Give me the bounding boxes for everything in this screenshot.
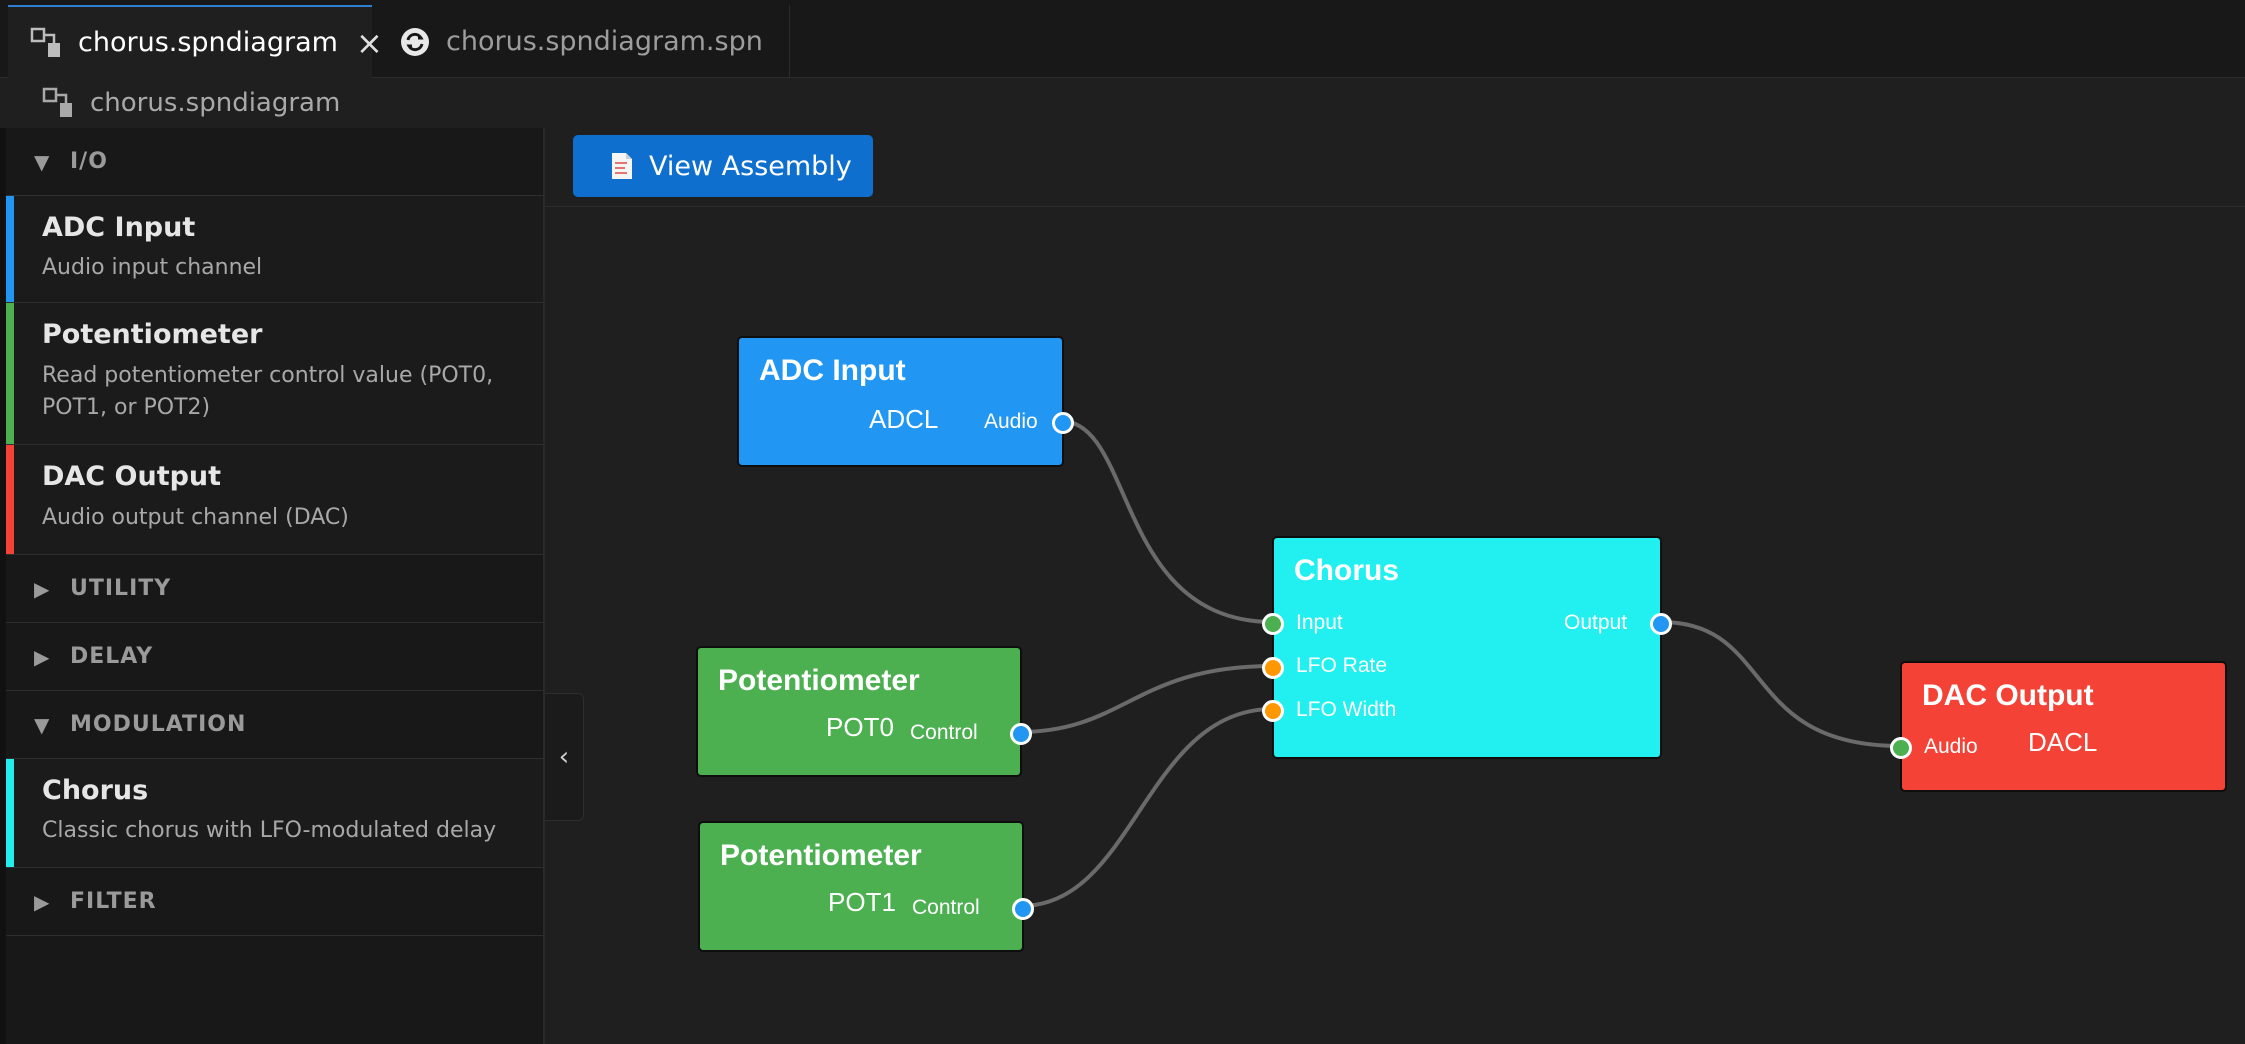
node-title: ADC Input <box>759 354 906 387</box>
palette-item-chorus[interactable]: Chorus Classic chorus with LFO-modulated… <box>6 759 543 868</box>
wire-pot0-to-chorus-lforate <box>1018 664 1274 734</box>
palette-item-title: ADC Input <box>42 212 196 243</box>
port-label: Control <box>910 721 978 744</box>
node-potentiometer-pot1[interactable]: Potentiometer POT1 Control <box>698 821 1034 952</box>
input-port-input[interactable] <box>1262 613 1284 635</box>
palette-item-title: DAC Output <box>42 461 222 492</box>
view-assembly-button[interactable]: View Assembly <box>573 135 873 197</box>
port-label: Audio <box>1924 735 1978 758</box>
palette-item-adc-input[interactable]: ADC Input Audio input channel <box>6 196 543 303</box>
wire-pot1-to-chorus-lfowidth <box>1020 707 1274 908</box>
palette-item-title: Potentiometer <box>42 319 263 350</box>
output-port-control[interactable] <box>1010 723 1032 745</box>
wire-adc-to-chorus-input <box>1060 419 1274 624</box>
connections-layer <box>1018 419 1901 908</box>
chevron-down-icon: ▼ <box>34 149 51 174</box>
input-port-audio[interactable] <box>1890 737 1912 759</box>
chevron-right-icon: ▶ <box>34 576 51 601</box>
close-icon[interactable]: × <box>355 23 383 62</box>
port-label: Input <box>1296 611 1343 634</box>
input-port-lfo-width[interactable] <box>1262 700 1284 722</box>
tab-bar: chorus.spndiagram × chorus.spndiagram.sp… <box>0 0 2245 78</box>
chevron-left-icon: ‹ <box>558 742 570 772</box>
breadcrumb-label[interactable]: chorus.spndiagram <box>90 88 341 118</box>
sync-file-icon <box>398 25 432 59</box>
category-io[interactable]: ▼ I/O <box>6 128 543 196</box>
tab-label: chorus.spndiagram.spn <box>446 26 763 57</box>
palette-item-desc: Audio input channel <box>42 255 263 280</box>
node-title: Potentiometer <box>720 839 922 872</box>
chevron-right-icon: ▶ <box>34 644 51 669</box>
category-label: FILTER <box>70 889 157 914</box>
diagram-file-icon <box>42 86 76 120</box>
chevron-down-icon: ▼ <box>34 712 51 737</box>
category-label: DELAY <box>70 644 154 669</box>
node-channel: DACL <box>2028 727 2098 757</box>
tab-label: chorus.spndiagram <box>78 27 338 58</box>
chevron-right-icon: ▶ <box>34 889 51 914</box>
palette-item-dac-output[interactable]: DAC Output Audio output channel (DAC) <box>6 445 543 555</box>
input-port-lfo-rate[interactable] <box>1262 657 1284 679</box>
category-utility[interactable]: ▶ UTILITY <box>6 555 543 623</box>
category-label: MODULATION <box>70 712 247 737</box>
node-title: Chorus <box>1294 554 1399 587</box>
node-dac-output[interactable]: DAC Output Audio DACL <box>1890 661 2227 792</box>
category-modulation[interactable]: ▼ MODULATION <box>6 691 543 759</box>
category-label: I/O <box>70 149 108 174</box>
diagram-canvas[interactable]: ADC Input ADCL Audio Potentiometer POT0 … <box>545 206 2245 1044</box>
tab-chorus-spn[interactable]: chorus.spndiagram.spn <box>373 5 790 78</box>
port-label: LFO Width <box>1296 698 1397 721</box>
node-chorus[interactable]: Chorus Input LFO Rate LFO Width Output <box>1262 536 1672 759</box>
node-title: Potentiometer <box>718 664 920 697</box>
wire-chorus-to-dac <box>1660 620 1901 748</box>
color-bar <box>6 303 14 444</box>
breadcrumb: chorus.spndiagram <box>0 78 2245 128</box>
palette-item-title: Chorus <box>42 775 149 806</box>
port-label: LFO Rate <box>1296 654 1388 677</box>
collapse-sidebar-button[interactable]: ‹ <box>545 693 584 821</box>
node-adc-input[interactable]: ADC Input ADCL Audio <box>737 336 1074 467</box>
palette-item-desc: Audio output channel (DAC) <box>42 505 349 530</box>
color-bar <box>6 196 14 302</box>
node-channel: ADCL <box>869 404 939 434</box>
view-assembly-label: View Assembly <box>649 150 852 182</box>
diagram-file-icon <box>30 26 64 60</box>
node-potentiometer-pot0[interactable]: Potentiometer POT0 Control <box>696 646 1032 777</box>
node-palette-sidebar: ▼ I/O ADC Input Audio input channel Pote… <box>0 128 545 1044</box>
palette-item-desc: Read potentiometer control value (POT0, … <box>42 363 494 420</box>
port-label: Output <box>1564 611 1628 634</box>
port-label: Audio <box>984 410 1038 433</box>
palette-item-desc: Classic chorus with LFO-modulated delay <box>42 818 497 843</box>
category-filter[interactable]: ▶ FILTER <box>6 868 543 936</box>
node-title: DAC Output <box>1922 679 2094 712</box>
tab-chorus-spndiagram[interactable]: chorus.spndiagram × <box>8 5 383 78</box>
node-channel: POT0 <box>826 712 894 742</box>
node-channel: POT1 <box>828 887 896 917</box>
output-port-control[interactable] <box>1012 898 1034 920</box>
output-port-audio[interactable] <box>1052 412 1074 434</box>
category-delay[interactable]: ▶ DELAY <box>6 623 543 691</box>
color-bar <box>6 445 14 554</box>
output-port-output[interactable] <box>1650 613 1672 635</box>
canvas-toolbar: View Assembly <box>545 128 2245 207</box>
category-label: UTILITY <box>70 576 172 601</box>
port-label: Control <box>912 896 980 919</box>
palette-item-potentiometer[interactable]: Potentiometer Read potentiometer control… <box>6 303 543 445</box>
color-bar <box>6 759 14 867</box>
document-icon <box>611 152 633 180</box>
